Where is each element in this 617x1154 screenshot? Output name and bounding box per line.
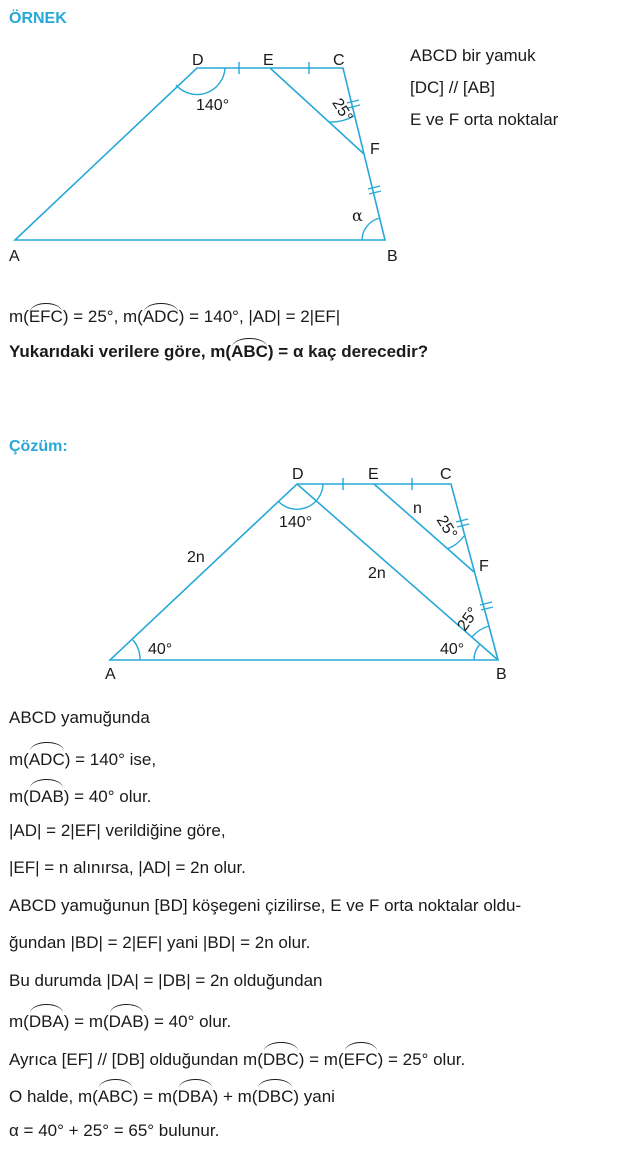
point-label-f: F [479,558,489,575]
solution-line: |EF| = n alınırsa, |AD| = 2n olur. [9,854,521,892]
angle-notation: DBC [263,1042,299,1074]
point-label-e: E [263,52,274,69]
angle-label-alpha: α [352,206,363,225]
double-tick-cf [456,519,469,527]
point-label-b: B [496,666,507,683]
point-label-d: D [192,52,204,69]
angle-notation: DAB [109,1004,144,1036]
text-segment: m( [9,750,29,769]
angle-label-d: 140° [279,514,312,531]
given-condition: m(EFC) = 25°, m(ADC) = 140°, |AD| = 2|EF… [9,303,340,327]
point-label-f: F [370,141,380,158]
angle-label-b: 40° [440,641,464,658]
text-segment: ) = 140°, |AD| = 2|EF| [179,307,340,326]
text-segment: ) = 140° ise, [65,750,156,769]
question-text: Yukarıdaki verilere göre, m(ABC) = α kaç… [9,338,428,362]
point-label-e: E [368,466,379,483]
solution-line: |AD| = 2|EF| verildiğine göre, [9,817,521,855]
angle-notation: DBA [178,1079,213,1111]
text-segment: |EF| = n alınırsa, |AD| = 2n olur. [9,858,246,877]
text-segment: ) = 25°, m( [63,307,143,326]
segment-ef [374,484,474,572]
text-segment: |AD| = 2|EF| verildiğine göre, [9,821,226,840]
given-list: ABCD bir yamuk [DC] // [AB] E ve F orta … [410,40,558,136]
angle-notation: ADC [29,742,65,774]
solution-line: O halde, m(ABC) = m(DBA) + m(DBC) yani [9,1079,521,1117]
angle-arc-a [133,640,140,660]
angle-label-d: 140° [196,97,229,114]
text-segment: m( [9,1012,29,1031]
point-label-b: B [387,248,398,265]
solution-line: m(DBA) = m(DAB) = 40° olur. [9,1004,521,1042]
angle-notation: DBC [257,1079,293,1111]
point-label-d: D [292,466,304,483]
text-segment: ) = m( [64,1012,109,1031]
angle-notation: EFC [29,303,63,327]
given-item: ABCD bir yamuk [410,40,558,72]
angle-label-a: 40° [148,641,172,658]
point-label-c: C [333,52,345,69]
solution-figure: D E C F A B 140° 40° 40° 2n 2n n 25° 25° [0,450,617,690]
solution-line: m(DAB) = 40° olur. [9,779,521,817]
angle-label-b2: 25° [454,605,482,635]
given-item: [DC] // [AB] [410,72,558,104]
angle-notation: DBA [29,1004,64,1036]
angle-notation: ADC [143,303,179,327]
solution-line: α = 40° + 25° = 65° bulunur. [9,1117,521,1154]
text-segment: ) = 40° olur. [64,787,152,806]
given-item: E ve F orta noktalar [410,104,558,136]
text-segment: ) yani [293,1087,335,1106]
text-segment: α = 40° + 25° = 65° bulunur. [9,1121,219,1140]
text-segment: ) = 25° olur. [378,1050,466,1069]
angle-notation: EFC [344,1042,378,1074]
point-label-a: A [9,248,20,265]
angle-notation: DAB [29,779,64,811]
angle-arc-b [362,218,380,240]
point-label-c: C [440,466,452,483]
angle-notation: ABC [98,1079,133,1111]
solution-line: ğundan |BD| = 2|EF| yani |BD| = 2n olur. [9,929,521,967]
length-label-bd: 2n [368,565,386,582]
text-segment: ğundan |BD| = 2|EF| yani |BD| = 2n olur. [9,933,311,952]
double-tick-fb [480,602,493,610]
text-segment: m( [9,787,29,806]
text-segment: ) + m( [213,1087,258,1106]
double-tick-fb [368,186,381,194]
text-segment: ) = m( [133,1087,178,1106]
angle-label-f: 25° [433,513,460,543]
text-segment: Yukarıdaki verilere göre, m( [9,342,231,361]
angle-arc-b [474,644,480,660]
solution-line: ABCD yamuğunun [BD] köşegeni çizilirse, … [9,892,521,930]
text-segment: ) = α kaç derecedir? [268,342,428,361]
point-label-a: A [105,666,116,683]
text-segment: ABCD yamuğunda [9,708,150,727]
text-segment: m( [9,307,29,326]
length-label-ef: n [413,500,422,517]
text-segment: Bu durumda |DA| = |DB| = 2n olduğundan [9,971,322,990]
text-segment: Ayrıca [EF] // [DB] olduğundan m( [9,1050,263,1069]
text-segment: ABCD yamuğunun [BD] köşegeni çizilirse, … [9,896,521,915]
length-label-ad: 2n [187,549,205,566]
solution-text: ABCD yamuğunda m(ADC) = 140° ise, m(DAB)… [9,704,521,1154]
solution-line: m(ADC) = 140° ise, [9,742,521,780]
angle-arc-b2 [472,626,489,637]
trapezoid-abcd [110,484,498,660]
solution-line: ABCD yamuğunda [9,704,521,742]
text-segment: ) = 40° olur. [144,1012,232,1031]
text-segment: O halde, m( [9,1087,98,1106]
solution-line: Ayrıca [EF] // [DB] olduğundan m(DBC) = … [9,1042,521,1080]
angle-notation: ABC [231,338,268,362]
text-segment: ) = m( [299,1050,344,1069]
solution-line: Bu durumda |DA| = |DB| = 2n olduğundan [9,967,521,1005]
